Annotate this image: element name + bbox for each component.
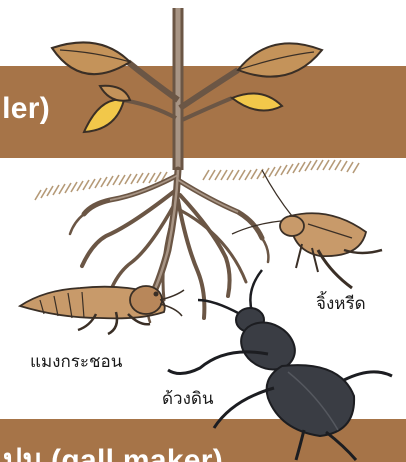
leaf-mid-right [232, 94, 282, 111]
leaf-mid-left [84, 100, 124, 132]
leaf-top-right [238, 43, 322, 76]
leaf-small-left [100, 86, 130, 101]
label-beetle: ด้วงดิน [162, 385, 214, 412]
plant-stem [122, 8, 238, 170]
mole-cricket-illustration [20, 286, 184, 334]
label-cricket: จิ้งหรีด [316, 290, 366, 317]
label-mole-cricket: แมงกระชอน [30, 348, 122, 375]
